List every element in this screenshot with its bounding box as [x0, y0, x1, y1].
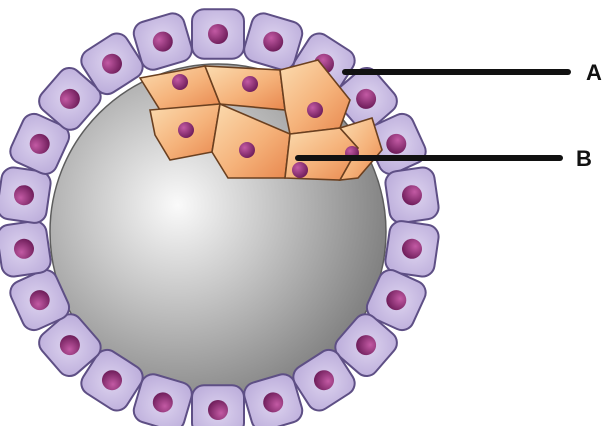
trophoblast-cell	[384, 166, 440, 225]
trophoblast-cell	[0, 220, 52, 279]
label-b: B	[576, 146, 592, 171]
trophoblast-nucleus	[208, 24, 228, 44]
icm-nucleus	[292, 162, 308, 178]
icm-nucleus	[178, 122, 194, 138]
trophoblast-cell	[192, 385, 244, 426]
icm-nucleus	[239, 142, 255, 158]
icm-nucleus	[242, 76, 258, 92]
label-a: A	[586, 60, 602, 85]
trophoblast-nucleus	[208, 400, 228, 420]
icm-nucleus	[172, 74, 188, 90]
trophoblast-cell	[192, 9, 244, 58]
icm-nucleus	[307, 102, 323, 118]
